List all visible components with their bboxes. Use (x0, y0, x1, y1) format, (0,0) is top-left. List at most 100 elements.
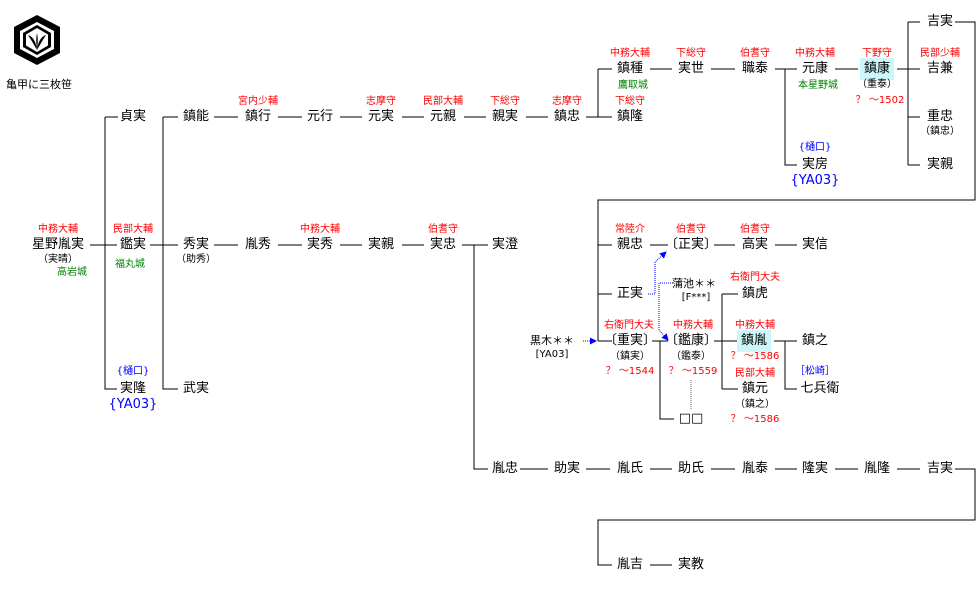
alias: （鑑泰） (671, 351, 711, 362)
code-label: [YA03] (535, 349, 569, 360)
person-yoshikane: 吉兼 (926, 61, 954, 76)
house-label: ［松崎］ (795, 366, 835, 377)
person-chikazane: 親実 (491, 109, 519, 124)
title: 中務大輔 (300, 224, 340, 235)
person-shichibee: 七兵衛 (800, 381, 840, 396)
person-shigeyuki2: 鎮之 (801, 333, 829, 348)
castle: 鷹取城 (618, 80, 648, 91)
person-shigetaka: 鎮隆 (616, 109, 644, 124)
person-kuroki: 黒木＊＊ (530, 334, 574, 347)
person-masazane: 正実 (616, 286, 644, 301)
person-shigemoto: 鎮元 (741, 381, 769, 396)
code-label: {YA03} (108, 397, 158, 412)
person-saneyo: 実世 (677, 61, 705, 76)
title: 下総守 (615, 96, 645, 107)
person-chikatada: 親忠 (616, 237, 644, 252)
person-motozane: 元実 (367, 109, 395, 124)
person-taneyasu: 胤泰 (741, 461, 769, 476)
title: 右衛門大夫 (730, 272, 780, 283)
title: 伯耆守 (676, 224, 706, 235)
person-shigeyoshi: 鎮能 (182, 109, 210, 124)
title: 民部大輔 (735, 368, 775, 379)
title: 下総守 (676, 48, 706, 59)
person-tanezane: 星野胤実 (31, 237, 85, 252)
alias: （鎮実） (610, 351, 650, 362)
person-tanetada: 胤忠 (491, 461, 519, 476)
person-yoshizane-top: 吉実 (926, 14, 954, 29)
person-taneuji: 胤氏 (616, 461, 644, 476)
person-shigetada2: 重忠 (926, 109, 954, 124)
person-takazane: 高実 (741, 237, 769, 252)
person-unknown: □□ (678, 411, 704, 426)
person-sanetaka: 実隆 (119, 381, 147, 396)
person-takazane2: 隆実 (801, 461, 829, 476)
alias: （鎮忠） (920, 126, 960, 137)
person-shigezane: 〔重実〕 (603, 333, 657, 348)
house-label: {樋口} (798, 142, 832, 153)
castle: 福丸城 (115, 259, 145, 270)
person-motoyasu: 元康 (801, 61, 829, 76)
castle: 本星野城 (798, 80, 838, 91)
person-takezane: 武実 (182, 381, 210, 396)
title: 中務大輔 (795, 48, 835, 59)
person-hidezane: 秀実 (182, 237, 210, 252)
person-sanezumi: 実澄 (491, 237, 519, 252)
title: 民部少輔 (920, 48, 960, 59)
person-sukezane: 助実 (553, 461, 581, 476)
alias: （実晴） (38, 254, 78, 265)
person-masazane-bracket: 〔正実〕 (664, 237, 718, 252)
person-yoshizane: 吉実 (926, 461, 954, 476)
alias: （鎮之） (735, 399, 775, 410)
alias: （助秀） (176, 254, 216, 265)
title: 中務大輔 (610, 48, 650, 59)
title: 中務大輔 (38, 224, 78, 235)
person-sanenobu: 実信 (801, 237, 829, 252)
person-sadazane: 貞実 (119, 109, 147, 124)
person-tanetaka: 胤隆 (863, 461, 891, 476)
person-kamachi: 蒲池＊＊ (672, 277, 716, 290)
dates: ？ ～1544 (605, 366, 655, 377)
title: 中務大輔 (673, 320, 713, 331)
title: 常陸介 (615, 224, 645, 235)
person-shigetane: 鎮種 (616, 61, 644, 76)
title: 下総守 (490, 96, 520, 107)
title: 伯耆守 (740, 48, 770, 59)
person-taneyoshi: 胤吉 (616, 557, 644, 572)
title: 伯耆守 (428, 224, 458, 235)
title: 民部大輔 (113, 224, 153, 235)
person-shigeyuki: 鎮行 (244, 109, 272, 124)
title: 民部大輔 (423, 96, 463, 107)
person-sanetada: 実忠 (429, 237, 457, 252)
person-tanehide: 胤秀 (244, 237, 272, 252)
person-akizane: 鑑実 (119, 237, 147, 252)
person-sukeuji: 助氏 (677, 461, 705, 476)
castle: 高岩城 (57, 267, 87, 278)
person-sanenori: 実教 (677, 557, 705, 572)
title: 下野守 (862, 48, 892, 59)
code-label: {YA03} (790, 173, 840, 188)
person-motochika: 元親 (429, 109, 457, 124)
person-shigetane2: 鎮胤 (736, 330, 772, 352)
title: 右衛門大夫 (604, 320, 654, 331)
dates: ？ ～1586 (730, 351, 780, 362)
person-sanechika-top: 実親 (926, 157, 954, 172)
crest-label: 亀甲に三枚笹 (6, 78, 72, 91)
person-sanehide: 実秀 (306, 237, 334, 252)
alias: （重泰） (857, 79, 897, 90)
house-label: {樋口} (116, 366, 150, 377)
title: 伯耆守 (740, 224, 770, 235)
person-shigetora: 鎮虎 (741, 286, 769, 301)
person-sanefusa: 実房 (801, 157, 829, 172)
person-akiyasu: 〔鑑康〕 (664, 333, 718, 348)
title: 志摩守 (366, 96, 396, 107)
person-shigetada: 鎮忠 (553, 109, 581, 124)
person-motoyuki: 元行 (306, 109, 334, 124)
dates: ？ ～1502 (855, 95, 905, 106)
title: 志摩守 (552, 96, 582, 107)
person-sanechika: 実親 (367, 237, 395, 252)
title: 中務大輔 (735, 320, 775, 331)
title: 宮内少輔 (238, 96, 278, 107)
person-motoyasu-sh: 職泰 (741, 61, 769, 76)
crest-logo (10, 13, 64, 67)
